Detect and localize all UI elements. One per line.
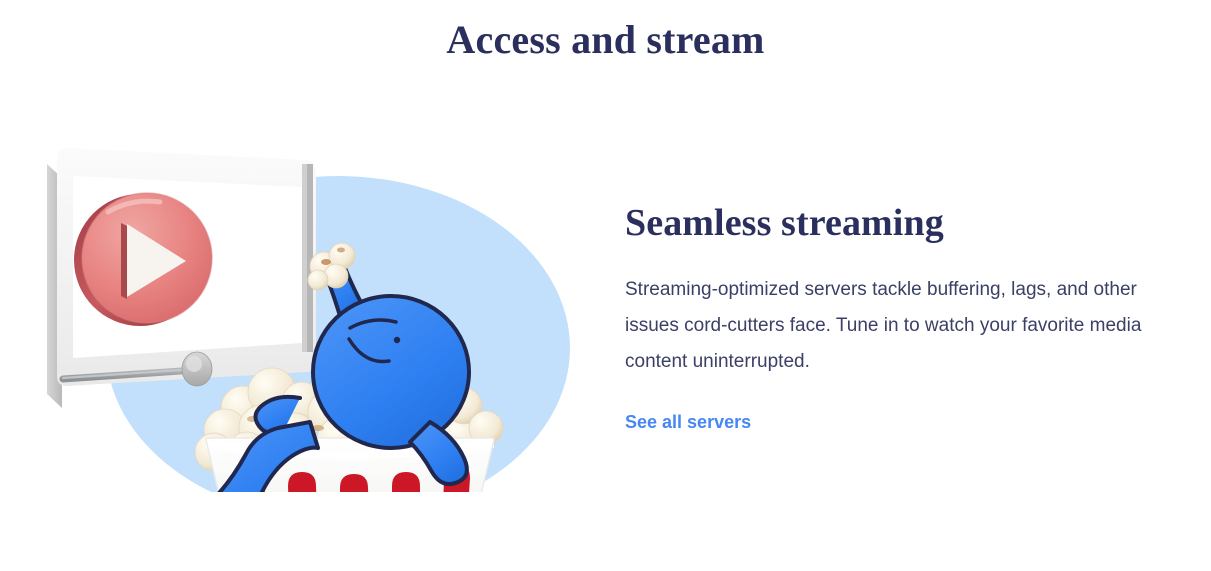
- play-button-icon: [74, 192, 213, 326]
- feature-heading: Seamless streaming: [625, 202, 944, 244]
- monitor-icon: [47, 148, 316, 408]
- feature-text-column: Seamless streaming Streaming-optimized s…: [625, 200, 1185, 434]
- page-title: Access and stream: [446, 17, 765, 62]
- illustration: [0, 140, 600, 540]
- held-popcorn: [307, 242, 356, 291]
- progress-slider: [59, 351, 213, 387]
- illustration-svg: [47, 148, 570, 492]
- mascot-character: [217, 257, 471, 492]
- feature-description: Streaming-optimized servers tackle buffe…: [625, 279, 1142, 372]
- see-all-servers-link[interactable]: See all servers: [625, 412, 752, 432]
